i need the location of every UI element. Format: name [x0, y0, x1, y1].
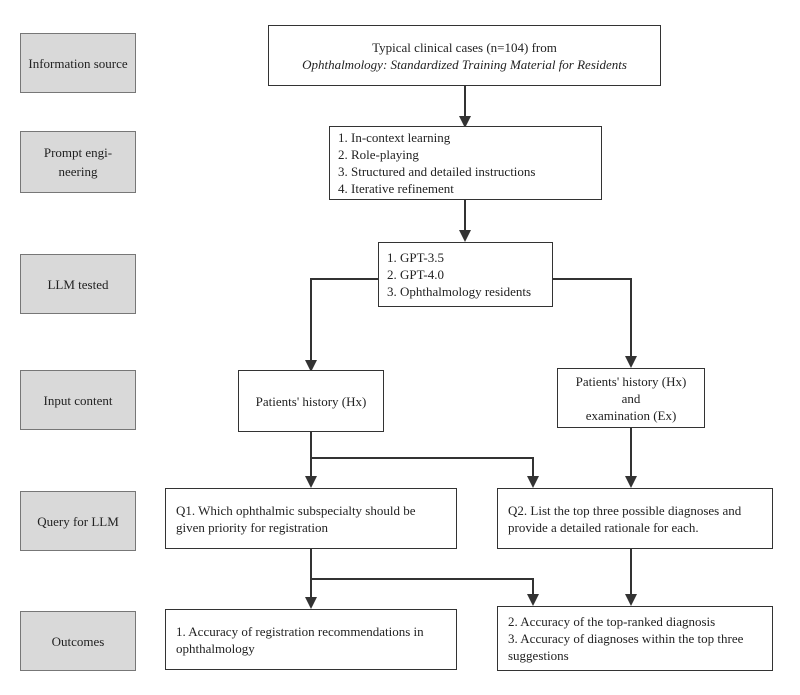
stage-label-text: Outcomes	[51, 633, 105, 649]
source-book-title: Ophthalmology: Standardized Training Mat…	[302, 56, 627, 72]
outcome-diagnosis-line: 2. Accuracy of the top-ranked diagnosis	[508, 614, 716, 629]
stage-label-prompt-engineering: Prompt engi-neering	[20, 131, 136, 193]
source-title: Typical clinical cases (n=104) from	[372, 39, 557, 55]
information-source-box: Typical clinical cases (n=104) from Opht…	[268, 25, 661, 86]
outcome-diagnosis-line: 3. Accuracy of diagnoses within the top …	[508, 631, 744, 663]
outcome-registration-box: 1. Accuracy of registration recommendati…	[165, 609, 457, 670]
stage-label-query-for-llm: Query for LLM	[20, 491, 136, 551]
input-history-exam-box: Patients' history (Hx) and examination (…	[557, 368, 705, 428]
stage-label-text: Prompt engi-neering	[43, 145, 113, 179]
query-q1-box: Q1. Which ophthalmic subspecialty should…	[165, 488, 457, 549]
outcome-diagnosis-box: 2. Accuracy of the top-ranked diagnosis …	[497, 606, 773, 671]
query-q2-text: Q2. List the top three possible diagnose…	[508, 502, 742, 535]
query-q1-text: Q1. Which ophthalmic subspecialty should…	[176, 502, 416, 535]
prompt-item: 3. Structured and detailed instructions	[338, 164, 536, 179]
prompt-item: 4. Iterative refinement	[338, 181, 454, 196]
input-history-exam-line: Patients' history (Hx)	[575, 373, 687, 389]
arrow-llm-to-input-hx-ex	[553, 278, 637, 368]
stage-label-text: Input content	[43, 392, 113, 408]
input-history-exam-line: and	[621, 390, 641, 406]
stage-label-information-source: Information source	[20, 33, 136, 93]
query-q2-box: Q2. List the top three possible diagnose…	[497, 488, 773, 549]
llm-tested-box: 1. GPT-3.5 2. GPT-4.0 3. Ophthalmology r…	[378, 242, 553, 307]
stage-label-text: LLM tested	[47, 276, 109, 292]
arrow-llm-to-input-hx	[305, 278, 378, 372]
input-history-exam-line: examination (Ex)	[585, 407, 677, 423]
arrow-q1-to-outcome2	[311, 578, 539, 606]
prompt-item: 1. In-context learning	[338, 130, 451, 145]
stage-label-llm-tested: LLM tested	[20, 254, 136, 314]
input-history-box: Patients' history (Hx)	[238, 370, 384, 432]
outcome-registration-text: 1. Accuracy of registration recommendati…	[176, 623, 424, 656]
llm-item: 1. GPT-3.5	[387, 250, 444, 265]
llm-item: 2. GPT-4.0	[387, 267, 444, 282]
prompt-engineering-box: 1. In-context learning 2. Role-playing 3…	[329, 126, 602, 200]
stage-label-outcomes: Outcomes	[20, 611, 136, 671]
stage-label-text: Query for LLM	[37, 513, 119, 529]
llm-item: 3. Ophthalmology residents	[387, 284, 532, 299]
stage-label-input-content: Input content	[20, 370, 136, 430]
arrow-input-hx-to-q2	[311, 457, 539, 488]
stage-label-text: Information source	[28, 55, 128, 71]
input-history-text: Patients' history (Hx)	[255, 393, 367, 409]
prompt-item: 2. Role-playing	[338, 147, 419, 162]
